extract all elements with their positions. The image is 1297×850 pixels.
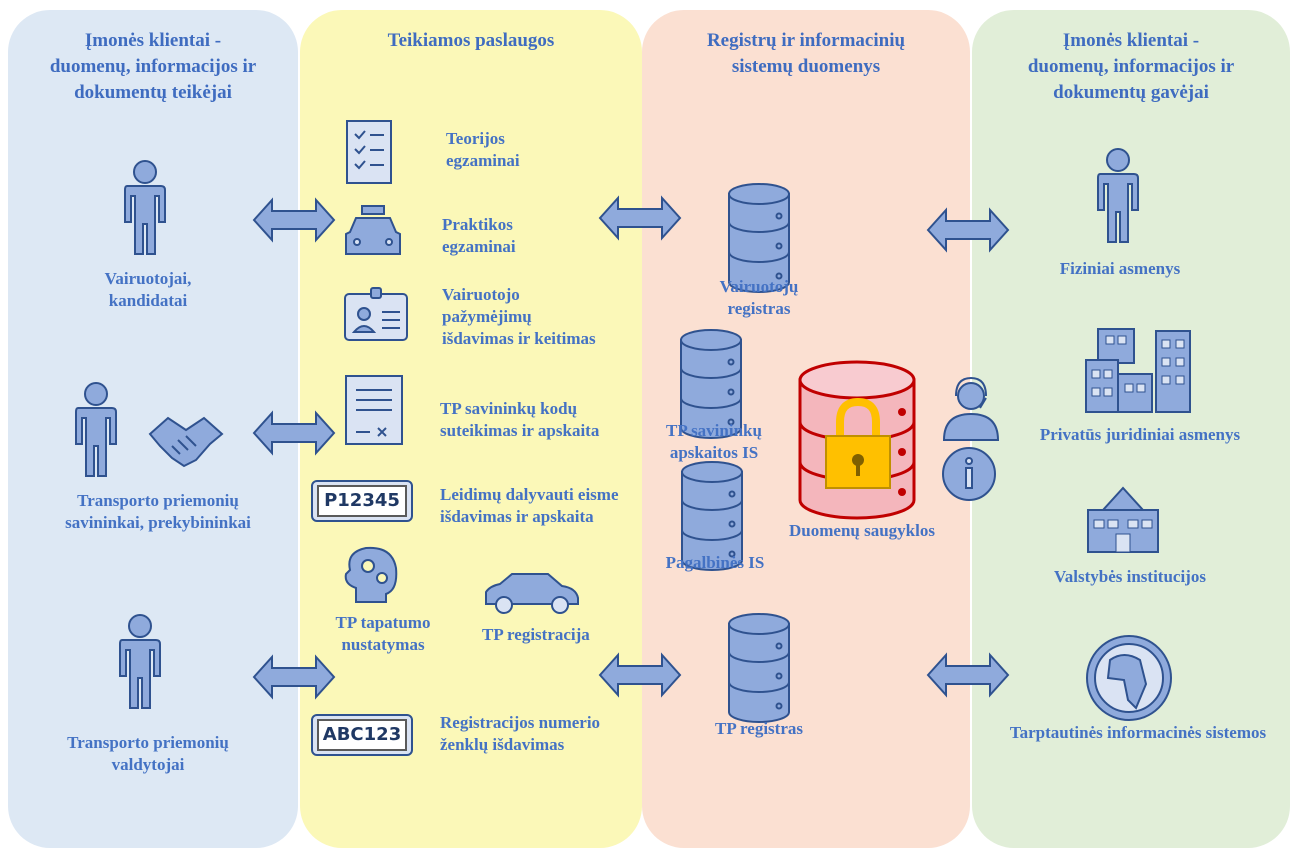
form-icon (345, 375, 403, 445)
traffic-permits-label: Leidimų dalyvauti eisme išdavimas ir aps… (440, 485, 619, 526)
arrow-icon (253, 656, 335, 698)
id-card-icon (344, 287, 408, 341)
globe-icon (1086, 635, 1172, 721)
state-institutions-label: Valstybės institucijos (1054, 567, 1206, 586)
number-plate-text: ABC123 (322, 724, 402, 745)
info-icon (942, 447, 996, 501)
owner-person-icon (75, 382, 117, 477)
data-storage-label: Duomenų saugyklos (789, 521, 935, 540)
practice-exams-label: Praktikos egzaminai (442, 215, 516, 256)
recipients-header: Įmonės klientai - duomenų, informacijos … (1027, 30, 1235, 103)
handshake-icon (148, 416, 224, 468)
vehicle-register-label: TP registras (715, 719, 803, 738)
driver-person-icon (124, 160, 166, 255)
vehicle-identity-label: TP tapatumo nustatymas (335, 613, 431, 654)
car-icon (485, 573, 579, 614)
owner-codes-label: TP savininkų kodų suteikimas ir apskaita (440, 399, 600, 440)
natural-persons-label: Fiziniai asmenys (1059, 259, 1181, 278)
permit-plate-text: P12345 (324, 490, 400, 511)
providers-header: Įmonės klientai - duomenų, informacijos … (49, 30, 257, 103)
vehicle-registration-label: TP registracija (482, 625, 590, 644)
support-agent-icon (942, 376, 1000, 441)
holders-label: Transporto priemonių valdytojai (67, 733, 229, 774)
theory-exams-label: Teorijos egzaminai (446, 129, 520, 170)
drivers-label: Vairuotojai, kandidatai (104, 269, 192, 310)
vehicle-register-db-icon (728, 613, 790, 723)
arrow-icon (927, 209, 1009, 251)
arrow-icon (927, 654, 1009, 696)
license-issue-label: Vairuotojo pažymėjimų išdavimas ir keiti… (442, 285, 596, 348)
private-entities-label: Privatūs juridiniai asmenys (1039, 425, 1241, 444)
owners-label: Transporto priemonių savininkai, prekybi… (65, 491, 251, 532)
international-systems-label: Tarptautinės informacinės sistemos (1009, 723, 1267, 742)
arrow-icon (599, 197, 681, 239)
padlock-icon (825, 397, 891, 489)
head-gears-icon (344, 546, 398, 603)
holder-person-icon (119, 614, 161, 709)
services-header: Teikiamos paslaugos (387, 30, 555, 51)
checklist-icon (346, 120, 392, 184)
taxi-icon (345, 205, 401, 255)
auxiliary-is-label: Pagalbinės IS (665, 553, 765, 572)
owners-is-label: TP savininkų apskaitos IS (666, 421, 762, 462)
drivers-register-label: Vairuotojų registras (719, 277, 799, 318)
arrow-icon (253, 199, 335, 241)
natural-person-icon (1097, 148, 1139, 243)
plate-issue-label: Registracijos numerio ženklų išdavimas (440, 713, 601, 754)
arrow-icon (599, 654, 681, 696)
arrow-icon (253, 412, 335, 454)
registers-header: Registrų ir informacinių sistemų duomeny… (706, 30, 906, 77)
providers-column (8, 10, 298, 848)
office-buildings-icon (1085, 328, 1191, 413)
